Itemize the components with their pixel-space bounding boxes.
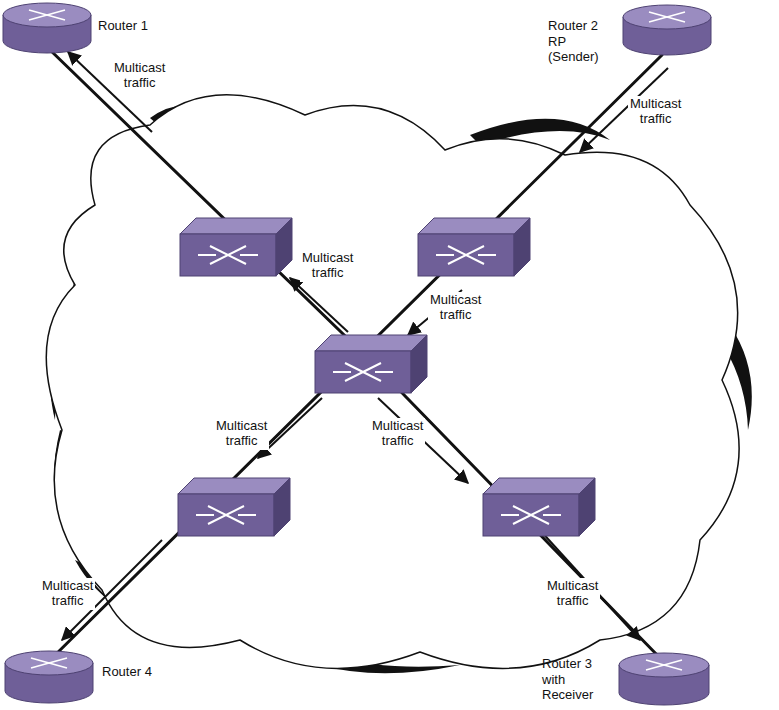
router-node: Router 4 bbox=[4, 650, 94, 704]
traffic-label: Multicast traffic bbox=[628, 96, 683, 128]
router-icon bbox=[4, 650, 94, 704]
traffic-label: Multicast traffic bbox=[300, 250, 355, 282]
switch-icon bbox=[418, 218, 530, 276]
switch-icon bbox=[178, 478, 290, 536]
switch-icon bbox=[315, 335, 427, 393]
router-label: Router 2 RP (Sender) bbox=[548, 18, 612, 65]
router-node: Router 3 with Receiver bbox=[618, 652, 710, 706]
router-node: Router 2 RP (Sender) bbox=[622, 4, 712, 56]
router-label: Router 4 bbox=[102, 664, 152, 680]
traffic-label: Multicast traffic bbox=[112, 60, 167, 92]
cloud-outline bbox=[46, 95, 739, 669]
traffic-label: Multicast traffic bbox=[428, 292, 483, 324]
router-icon bbox=[2, 2, 92, 54]
traffic-arrows bbox=[62, 52, 668, 640]
router-node: Router 1 bbox=[2, 2, 92, 54]
router-icon bbox=[618, 652, 710, 706]
link-lines bbox=[45, 48, 662, 665]
traffic-label: Multicast traffic bbox=[40, 578, 95, 610]
switch-icon bbox=[483, 478, 595, 536]
switch-icon bbox=[180, 218, 292, 276]
traffic-label: Multicast traffic bbox=[370, 418, 425, 450]
router-icon bbox=[622, 4, 712, 56]
traffic-label: Multicast traffic bbox=[545, 578, 600, 610]
traffic-label: Multicast traffic bbox=[214, 418, 269, 450]
router-label: Router 3 with Receiver bbox=[542, 656, 606, 703]
router-label: Router 1 bbox=[98, 18, 148, 34]
